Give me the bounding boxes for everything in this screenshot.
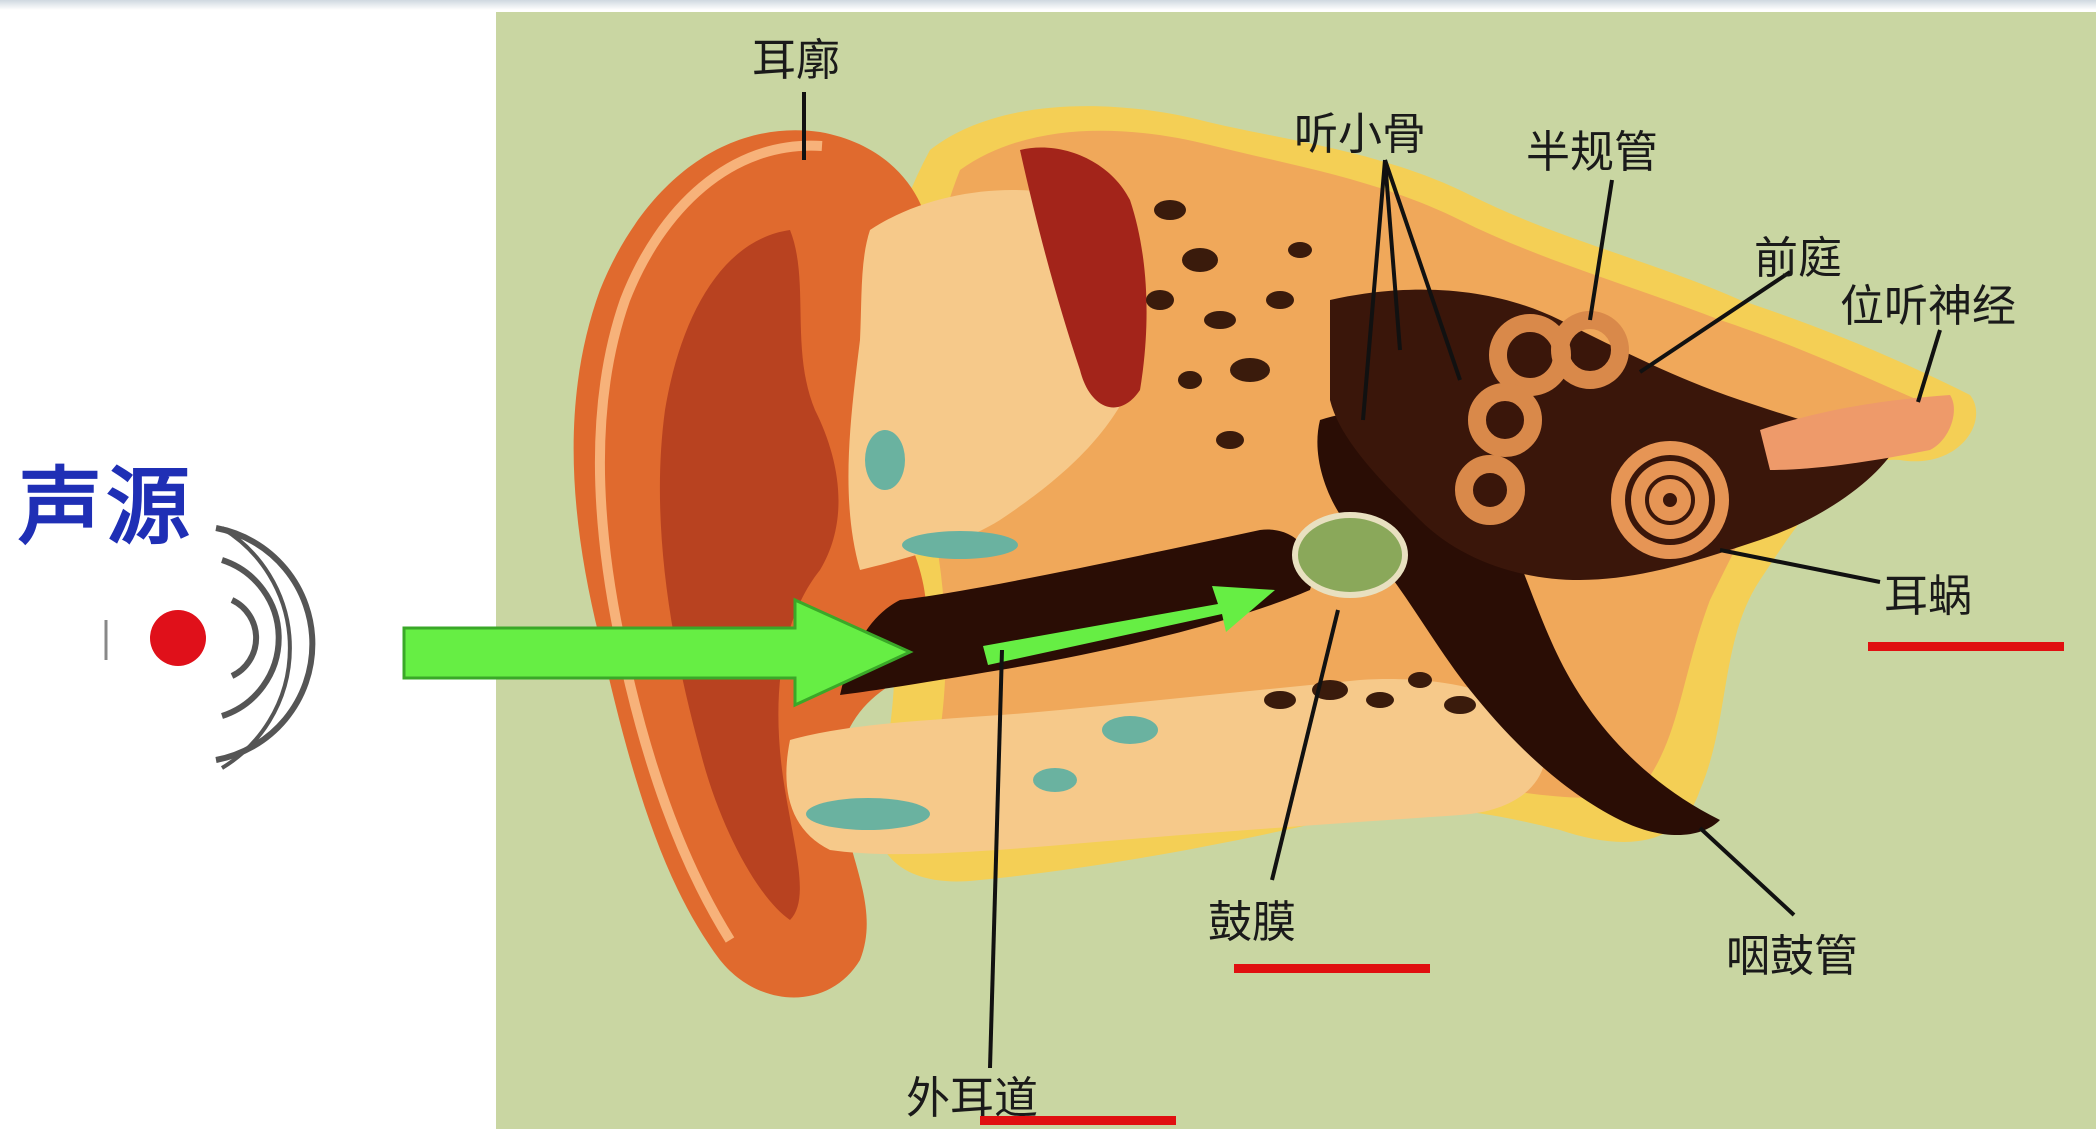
label-eustachian-tube: 咽鼓管	[1726, 920, 1858, 984]
label-vestibulocochlear-nerve: 位听神经	[1840, 270, 2016, 334]
label-vestibule: 前庭	[1754, 222, 1842, 286]
label-cochlea: 耳蜗	[1884, 560, 1972, 624]
eardrum-underline	[1234, 964, 1430, 973]
label-ossicles: 听小骨	[1294, 98, 1426, 162]
sound-source-dot	[150, 610, 206, 666]
cochlea-underline	[1868, 642, 2064, 651]
eardrum-shape	[1295, 515, 1405, 595]
ear-canal-underline	[980, 1116, 1176, 1125]
sound-wave-1	[232, 600, 256, 676]
label-pinna: 耳廓	[752, 24, 840, 88]
sound-wave-2	[222, 560, 279, 716]
label-semicircular-canals: 半规管	[1526, 116, 1658, 180]
label-eardrum: 鼓膜	[1208, 886, 1296, 950]
